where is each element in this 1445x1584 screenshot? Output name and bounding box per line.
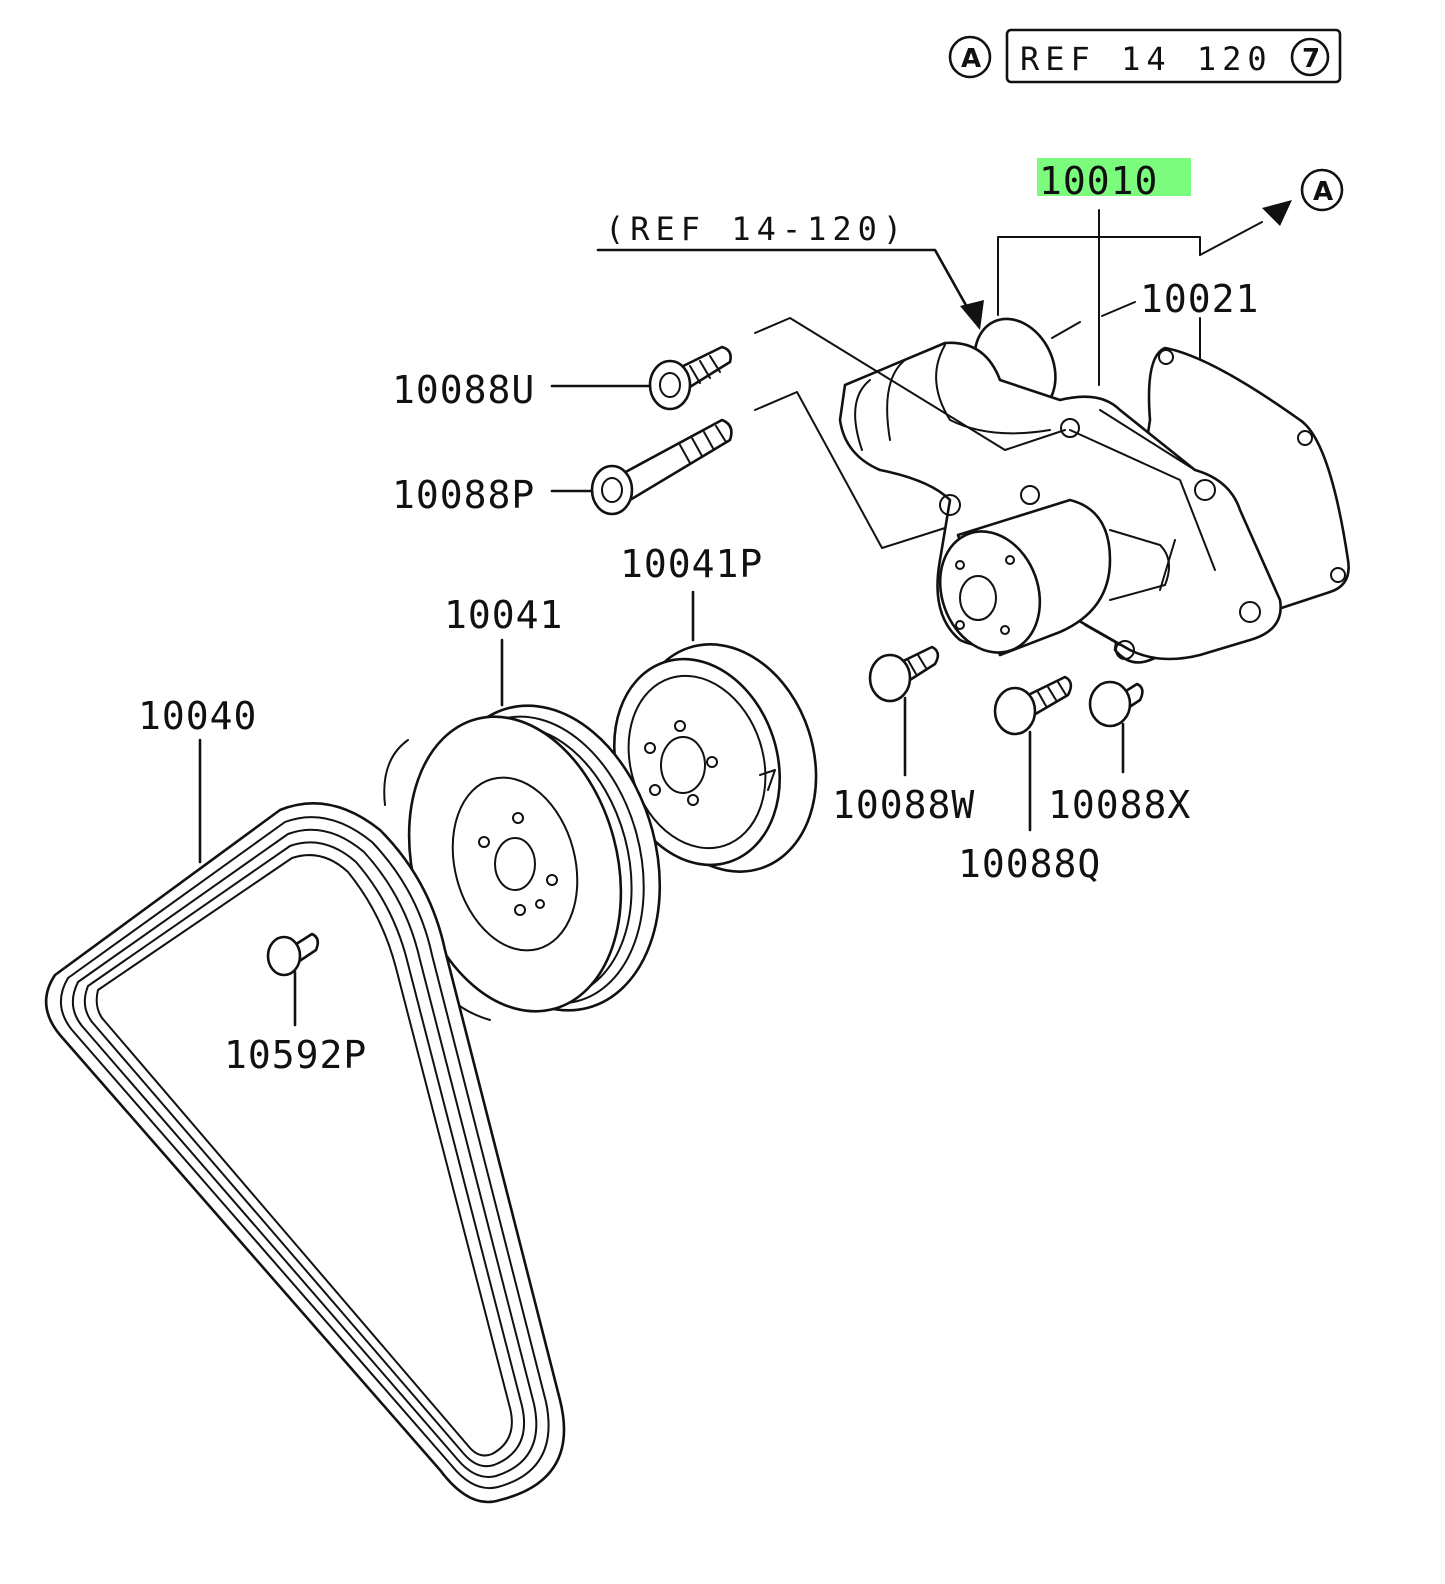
bolt-10592p	[266, 932, 320, 977]
arrow-to-a-icon	[1262, 200, 1292, 226]
callout-10021[interactable]: 10021	[1140, 277, 1259, 321]
bolt-10088p	[590, 418, 733, 516]
callout-10088w[interactable]: 10088W	[832, 783, 975, 827]
bolt-10088x	[1088, 680, 1144, 728]
water-pump-assembly	[838, 341, 1350, 664]
ref-box	[1005, 28, 1342, 84]
callout-10088x[interactable]: 10088X	[1048, 783, 1191, 827]
callout-10088p[interactable]: 10088P	[392, 473, 535, 517]
belt-10040	[44, 802, 566, 1504]
callout-10041[interactable]: 10041	[444, 593, 563, 637]
callout-10041p[interactable]: 10041P	[620, 542, 763, 586]
leader-10021	[1051, 301, 1201, 361]
bolt-10088u	[648, 345, 732, 411]
header-ref-index: 7	[1302, 44, 1320, 74]
callout-10088u[interactable]: 10088U	[392, 368, 535, 412]
header-ref-text: REF 14 120	[1020, 40, 1273, 78]
bolt-10088q	[993, 675, 1073, 736]
part-number-highlight	[1037, 158, 1191, 196]
pulley-10041p	[612, 643, 818, 873]
leader-bolt-p-to-pump	[754, 391, 946, 549]
belt-outer	[44, 802, 566, 1504]
leader-ref-note	[596, 248, 974, 318]
connector-a-letter: A	[1313, 177, 1333, 207]
header-marker-letter: A	[961, 44, 981, 74]
connector-a-circle-icon	[1300, 168, 1344, 212]
callout-10592p[interactable]: 10592P	[224, 1033, 367, 1077]
callout-ref-note[interactable]: (REF 14-120)	[605, 210, 908, 248]
callout-10088q[interactable]: 10088Q	[958, 842, 1101, 886]
leader-bolt-u-to-pump	[754, 317, 1066, 451]
ref-index-circle-icon	[1290, 37, 1330, 77]
pulley-10041	[383, 704, 662, 1021]
callout-10010[interactable]: 10010	[1039, 159, 1158, 203]
header-reference: A REF 14 120 7	[948, 28, 1342, 84]
ref-note-arrow-icon	[960, 300, 984, 330]
callout-10040[interactable]: 10040	[138, 694, 257, 738]
bolt-10088w	[868, 645, 940, 703]
leader-10010	[997, 209, 1201, 386]
marker-a-circle-icon	[948, 35, 992, 79]
leader-to-a	[1199, 221, 1263, 256]
